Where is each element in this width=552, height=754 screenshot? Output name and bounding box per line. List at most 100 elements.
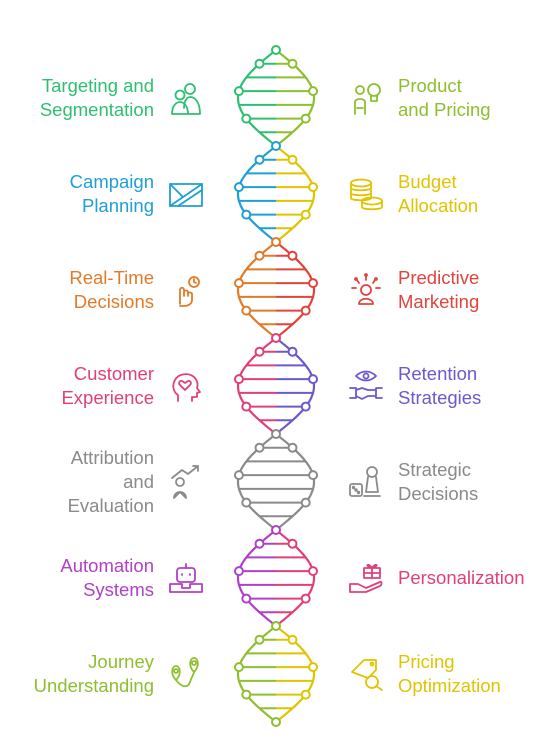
helix-node [241,305,252,316]
helix-segment-1 [233,45,319,147]
helix-node [233,566,244,577]
hand-clock-icon [179,276,200,307]
helix-node [287,442,298,453]
helix-node [287,538,298,549]
helix-node [300,593,311,604]
helix-node [233,278,244,289]
left-label-line: Real-Time [69,267,154,288]
helix-node [300,209,311,220]
right-label-line: Pricing [398,651,455,672]
helix-node [233,182,244,193]
helix-node [271,525,281,535]
helix-segment-5 [233,429,319,531]
left-label-line: Systems [83,579,154,600]
helix-node [254,58,265,69]
left-label-line: Evaluation [67,495,154,516]
left-label-line: Understanding [33,675,154,696]
helix-node [241,689,252,700]
helix-node [241,593,252,604]
right-label-line: Decisions [398,483,479,504]
helix-node [241,401,252,412]
right-label-line: Allocation [398,195,479,216]
left-label-line: Planning [81,195,154,216]
robot-icon [169,563,203,593]
helix-node [308,86,319,97]
helix-node [271,333,281,343]
chess-dice-icon [349,466,381,497]
helix-node [271,429,281,439]
right-label-line: Optimization [398,675,501,696]
helix-segment-4 [233,333,319,435]
people-group-icon [171,83,201,115]
helix-node [254,346,265,357]
helix-node [254,538,265,549]
left-label-line: Targeting and [41,75,154,96]
right-label-line: Strategic [398,459,472,480]
left-label-line: and [123,471,154,492]
map-pins-icon [171,657,199,688]
helix-node [308,470,319,481]
right-label-line: and Pricing [398,99,491,120]
helix-node [254,634,265,645]
helix-node [300,305,311,316]
left-label-line: Decisions [73,291,154,312]
left-label-line: Journey [88,651,154,672]
left-label-line: Campaign [69,171,154,192]
helix-node [233,374,244,385]
right-label-line: Personalization [398,567,525,588]
helix-node [308,278,319,289]
left-label-line: Segmentation [39,99,154,120]
helix-node [287,634,298,645]
helix-node [241,497,252,508]
coin-stack-icon [350,178,383,211]
right-label-line: Product [398,75,462,96]
helix-node [300,497,311,508]
helix-node [300,113,311,124]
helix-node [271,141,281,151]
right-label-6: Personalization [398,566,525,590]
left-label-line: Automation [60,555,154,576]
right-label-line: Retention [398,363,478,384]
helix-node [308,374,319,385]
left-label-line: Attribution [70,447,154,468]
helix-node [254,442,265,453]
right-label-line: Predictive [398,267,480,288]
helix-segment-2 [233,141,319,243]
left-label-line: Experience [61,387,154,408]
handshake-eye-icon [349,370,383,400]
helix-node [233,86,244,97]
helix-segment-3 [233,237,319,339]
person-lightbulb-icon [354,83,381,115]
left-label-line: Customer [73,363,154,384]
helix-node [308,566,319,577]
fortune-teller-icon [351,273,381,305]
helix-segment-6 [233,525,319,627]
helix-node [271,717,281,727]
helix-node [271,621,281,631]
helix-node [233,662,244,673]
helix-node [254,154,265,165]
helix-node [308,662,319,673]
helix-node [287,346,298,357]
helix-node [233,470,244,481]
right-label-line: Marketing [398,291,480,312]
head-heart-icon [172,373,201,402]
right-label-1: Product and Pricing [398,74,491,122]
helix-node [300,689,311,700]
helix-node [271,237,281,247]
helix-node [287,154,298,165]
helix-node [300,401,311,412]
helix-node [308,182,319,193]
right-label-line: Strategies [398,387,482,408]
helix-node [241,113,252,124]
helix-node [287,250,298,261]
